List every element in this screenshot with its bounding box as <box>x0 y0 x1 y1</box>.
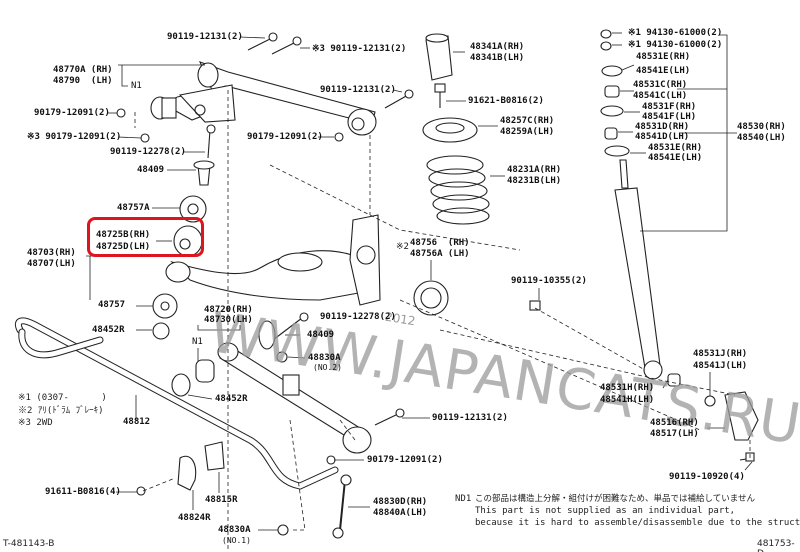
leader-lines <box>86 32 753 531</box>
callout[interactable]: 48231A(RH) <box>507 165 562 175</box>
callout[interactable]: 90179-12091(2) <box>247 132 323 142</box>
callout[interactable]: 48815R <box>205 495 238 505</box>
nd1-english-2: because it is hard to assemble/disassemb… <box>475 518 800 528</box>
callout[interactable]: 48790 (LH) <box>53 76 113 86</box>
bushings <box>152 195 276 397</box>
callout[interactable]: 90119-12278(2) <box>320 312 396 322</box>
callout[interactable]: 90119-12131(2) <box>320 85 396 95</box>
callout[interactable]: 48531C(RH) <box>633 80 688 90</box>
callout[interactable]: 48830A <box>308 353 341 363</box>
callout[interactable]: 48409 <box>137 165 165 175</box>
callout[interactable]: 48531E(RH) <box>636 52 691 62</box>
illustration-code-right: 481753-D <box>757 539 795 552</box>
callout-note-ref: N1 <box>192 337 203 347</box>
callout[interactable]: 90179-12091(2) <box>367 455 443 465</box>
callout[interactable]: 48531H(RH) <box>600 383 655 393</box>
callout[interactable]: 90119-12131(2) <box>432 413 508 423</box>
callout[interactable]: 48531D(RH) <box>635 122 690 132</box>
callout[interactable]: 48541J(LH) <box>693 361 748 371</box>
callout[interactable]: 48341A(RH) <box>470 42 525 52</box>
backing-plate <box>413 280 449 316</box>
callout[interactable]: 48541F(LH) <box>642 112 697 122</box>
callout[interactable]: 48703(RH) <box>27 248 76 258</box>
coil-spring <box>422 33 490 225</box>
callout[interactable]: 48824R <box>178 513 211 523</box>
callout[interactable]: 48541H(LH) <box>600 395 655 405</box>
upper-control-arm <box>150 61 377 136</box>
callout-highlighted[interactable]: 48725B(RH) <box>96 230 151 240</box>
callout[interactable]: 48720(RH) <box>204 305 253 315</box>
callout-note-ref: ※2 <box>396 242 409 252</box>
callout-qualifier: (NO.1) <box>222 536 251 545</box>
callout[interactable]: 48812 <box>123 417 151 427</box>
stabilizer-bar <box>14 317 352 539</box>
callout[interactable]: 91621-B0816(2) <box>468 96 544 106</box>
callout[interactable]: 90119-10920(4) <box>669 472 745 482</box>
callout[interactable]: 48530(RH) <box>737 122 786 132</box>
callout[interactable]: 48770A (RH) <box>53 65 113 75</box>
callout[interactable]: 48830A <box>218 525 251 535</box>
callout-highlighted[interactable]: 48725D(LH) <box>96 242 151 252</box>
callout[interactable]: 48730(LH) <box>204 315 253 325</box>
callout[interactable]: 48541E(LH) <box>636 66 691 76</box>
nd1-japanese: この部品は構造上分解・組付けが困難なため、単品では補給していません <box>475 494 755 504</box>
callout[interactable]: 48531J(RH) <box>693 349 748 359</box>
highlight-box <box>87 217 204 257</box>
callout[interactable]: ※3 90179-12091(2) <box>27 132 122 142</box>
callout[interactable]: 48341B(LH) <box>470 53 525 63</box>
callout[interactable]: 90119-10355(2) <box>511 276 587 286</box>
callout[interactable]: 48541D(LH) <box>635 132 690 142</box>
footnote-2: ※2 ｱﾘ(ﾄﾞﾗﾑ ﾌﾞﾚｰｷ) <box>18 406 104 416</box>
nd1-english-1: This part is not supplied as an individu… <box>475 506 736 516</box>
callout[interactable]: 48452R <box>92 325 125 335</box>
callout[interactable]: 48517(LH) <box>650 429 699 439</box>
callout[interactable]: 90179-12091(2) <box>34 108 110 118</box>
callout[interactable]: 90119-12131(2) <box>167 32 243 42</box>
callout[interactable]: 48531F(RH) <box>642 102 697 112</box>
callout[interactable]: 48231B(LH) <box>507 176 562 186</box>
callout[interactable]: 48540(LH) <box>737 133 786 143</box>
callout[interactable]: ※1 94130-61000(2) <box>628 40 723 50</box>
callout[interactable]: 48707(LH) <box>27 259 76 269</box>
callout[interactable]: 48541C(LH) <box>633 91 688 101</box>
lower-control-arm <box>165 214 381 306</box>
bolts <box>116 32 755 536</box>
callout[interactable]: 48757 <box>98 300 126 310</box>
callout-qualifier: (NO.2) <box>313 363 342 372</box>
callout[interactable]: 90119-12278(2) <box>110 147 186 157</box>
nd1-mark: ND1 <box>455 494 472 504</box>
callout[interactable]: 48840A(LH) <box>373 508 428 518</box>
callout[interactable]: 48757A <box>117 203 150 213</box>
shock-absorber <box>600 29 759 441</box>
callout[interactable]: 48257C(RH) <box>500 116 555 126</box>
callout[interactable]: ※3 90119-12131(2) <box>312 44 407 54</box>
callout[interactable]: 48756A (LH) <box>410 249 470 259</box>
footnote-3: ※3 2WD <box>18 418 53 428</box>
callout[interactable]: 48452R <box>215 394 248 404</box>
callout[interactable]: 48830D(RH) <box>373 497 428 507</box>
callout[interactable]: 48756 (RH) <box>410 238 470 248</box>
footnote-1: ※1 (0307- ) <box>18 393 107 403</box>
callout-note-ref: N1 <box>131 81 142 91</box>
illustration-code-left: T-481143-B <box>3 539 55 549</box>
callout[interactable]: 48516(RH) <box>650 418 699 428</box>
callout[interactable]: ※1 94130-61000(2) <box>628 28 723 38</box>
callout[interactable]: 48541E(LH) <box>648 153 703 163</box>
callout[interactable]: 91611-B0816(4) <box>45 487 121 497</box>
callout[interactable]: 48409 <box>307 330 335 340</box>
callout[interactable]: 48259A(LH) <box>500 127 555 137</box>
callout[interactable]: 48531E(RH) <box>648 143 703 153</box>
